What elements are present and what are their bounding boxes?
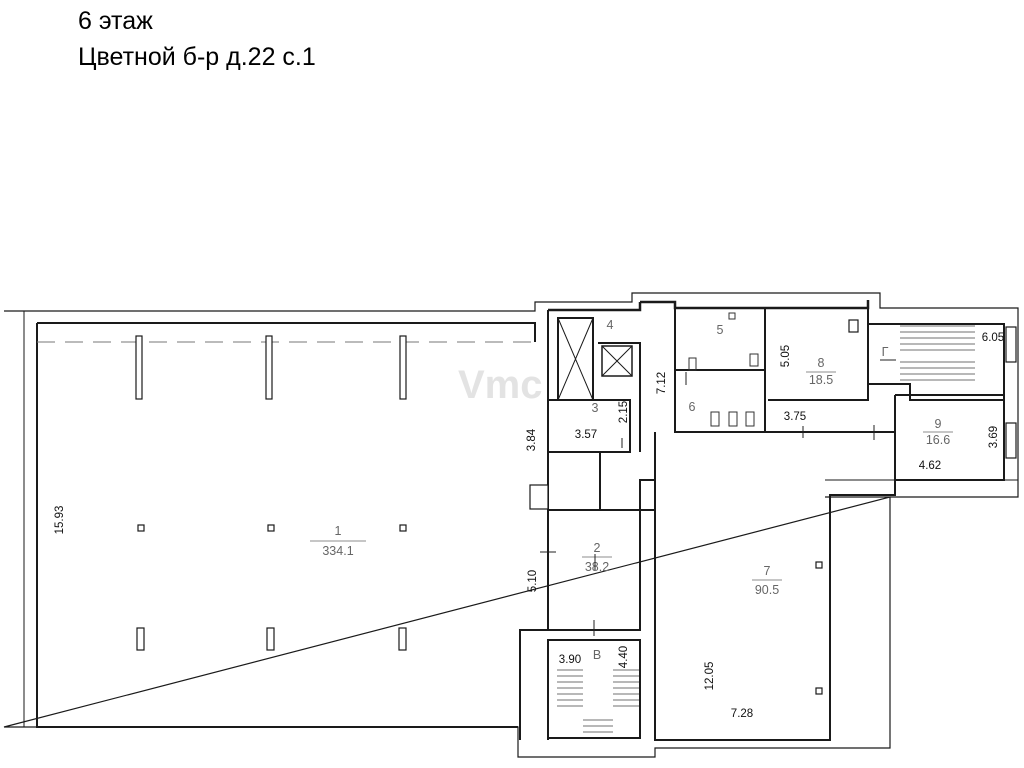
dim-3-75: 3.75: [784, 411, 806, 423]
room-9-id: 9: [935, 417, 942, 431]
room-4-id: 4: [607, 318, 614, 332]
dim-2-15: 2.15: [618, 401, 630, 423]
dim-3-84: 3.84: [526, 428, 538, 451]
address-title: Цветной б-р д.22 с.1: [78, 43, 316, 71]
dim-7-28: 7.28: [731, 708, 753, 720]
room-8-area: 18.5: [809, 373, 833, 387]
dim-3-69: 3.69: [988, 426, 1000, 448]
room-2-area: 38.2: [585, 560, 609, 574]
door-marks: [540, 359, 896, 636]
room-5-id: 5: [717, 323, 724, 337]
room-3-id: 3: [592, 401, 599, 415]
plan-header: 6 этаж Цветной б-р д.22 с.1: [78, 4, 316, 76]
room-7-id: 7: [764, 564, 771, 578]
room-6-id: 6: [689, 400, 696, 414]
stair-g-id: Г: [882, 345, 889, 359]
room-7-area: 90.5: [755, 583, 779, 597]
dim-12-05: 12.05: [704, 662, 716, 691]
room-labels: 1 334.1 2 38.2 3 4 5 6 7 90.5 8 18.5 9 1…: [310, 318, 953, 662]
room-1-id: 1: [335, 524, 342, 538]
room-2-id: 2: [594, 541, 601, 555]
dim-6-05: 6.05: [982, 332, 1004, 344]
dim-15-93: 15.93: [54, 506, 66, 535]
dimension-labels: 15.93 3.84 3.57 2.15 7.12 5.05 3.75 6.05…: [54, 332, 1004, 720]
dim-4-40: 4.40: [618, 646, 630, 668]
room-8-id: 8: [818, 356, 825, 370]
columns: [135, 319, 1017, 695]
room-1-area: 334.1: [322, 544, 353, 558]
dim-5-05: 5.05: [780, 345, 792, 367]
dim-7-12: 7.12: [656, 372, 668, 394]
watermark-text: Vmc: [458, 363, 543, 407]
room-9-area: 16.6: [926, 433, 950, 447]
fixtures: [688, 312, 759, 427]
dim-3-90: 3.90: [559, 654, 581, 666]
floor-title: 6 этаж: [78, 7, 153, 35]
stair-v-id: В: [593, 648, 601, 662]
dim-3-57: 3.57: [575, 429, 597, 441]
dim-4-62: 4.62: [919, 460, 941, 472]
dim-5-10: 5.10: [527, 570, 539, 592]
stairs: [557, 325, 975, 733]
